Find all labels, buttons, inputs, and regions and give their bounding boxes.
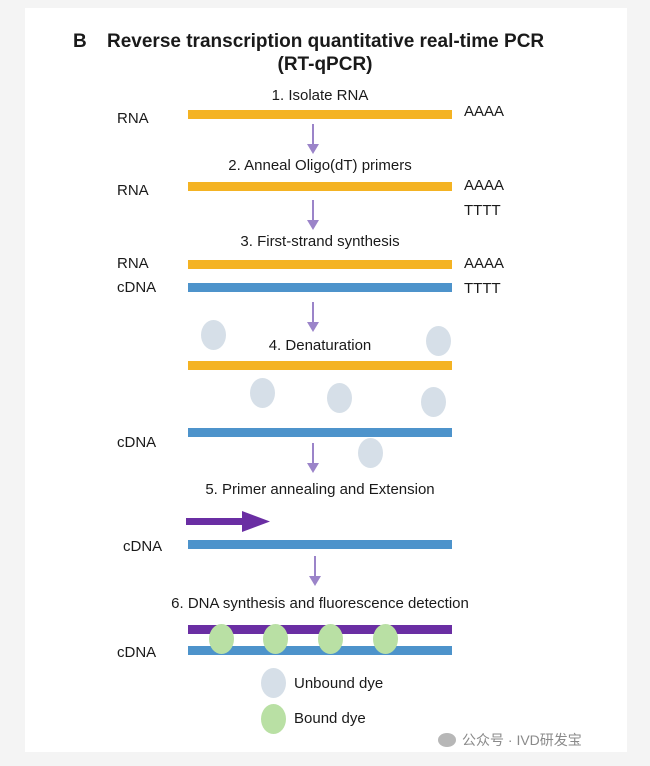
- wechat-icon: [438, 733, 456, 747]
- unbound-dye: [327, 383, 352, 413]
- poly-a-label: AAAA: [464, 177, 505, 194]
- primer-arrow-icon: [186, 511, 270, 532]
- rna-label: RNA: [117, 110, 149, 127]
- legend-bound-label: Bound dye: [294, 710, 366, 727]
- cdna-label: cDNA: [123, 538, 163, 555]
- legend-bound-swatch: [261, 704, 286, 734]
- step-6-label: 6. DNA synthesis and fluorescence detect…: [171, 595, 469, 612]
- figure-subtitle: (RT-qPCR): [277, 54, 373, 75]
- watermark-text: 公众号 · IVD研发宝: [462, 732, 582, 748]
- cdna-strand: [188, 428, 452, 437]
- cdna-strand: [188, 540, 452, 549]
- rna-strand: [188, 260, 452, 269]
- rna-label: RNA: [117, 182, 149, 199]
- step-4-label: 4. Denaturation: [268, 337, 372, 354]
- rna-strand: [188, 182, 452, 191]
- rna-strand: [188, 361, 452, 370]
- unbound-dye: [358, 438, 383, 468]
- figure-title: Reverse transcription quantitative real-…: [107, 31, 545, 52]
- down-arrow-icon: [307, 302, 319, 332]
- bound-dye: [209, 624, 234, 654]
- panel-label: B: [73, 31, 87, 52]
- unbound-dye: [421, 387, 446, 417]
- down-arrow-icon: [307, 124, 319, 154]
- cdna-strand: [188, 283, 452, 292]
- watermark: 公众号 · IVD研发宝: [438, 730, 582, 750]
- poly-a-label: AAAA: [464, 255, 505, 272]
- legend-unbound-swatch: [261, 668, 286, 698]
- down-arrow-icon: [307, 200, 319, 230]
- cdna-label: cDNA: [117, 644, 157, 661]
- poly-a-label: AAAA: [464, 103, 505, 120]
- unbound-dye: [201, 320, 226, 350]
- down-arrow-icon: [307, 443, 319, 473]
- step-5-label: 5. Primer annealing and Extension: [205, 481, 435, 498]
- unbound-dye: [250, 378, 275, 408]
- rna-label: RNA: [117, 255, 149, 272]
- unbound-dye: [426, 326, 451, 356]
- cdna-label: cDNA: [117, 279, 157, 296]
- step-3-label: 3. First-strand synthesis: [240, 233, 400, 250]
- step-1-label: 1. Isolate RNA: [271, 87, 369, 104]
- poly-t-label: TTTT: [464, 202, 501, 219]
- cdna-label: cDNA: [117, 434, 157, 451]
- bound-dye: [318, 624, 343, 654]
- legend-unbound-label: Unbound dye: [294, 675, 384, 692]
- poly-t-label: TTTT: [464, 280, 501, 297]
- bound-dye: [373, 624, 398, 654]
- rna-strand: [188, 110, 452, 119]
- bound-dye: [263, 624, 288, 654]
- down-arrow-icon: [309, 556, 321, 586]
- cdna-strand: [188, 646, 452, 655]
- step-2-label: 2. Anneal Oligo(dT) primers: [228, 157, 412, 174]
